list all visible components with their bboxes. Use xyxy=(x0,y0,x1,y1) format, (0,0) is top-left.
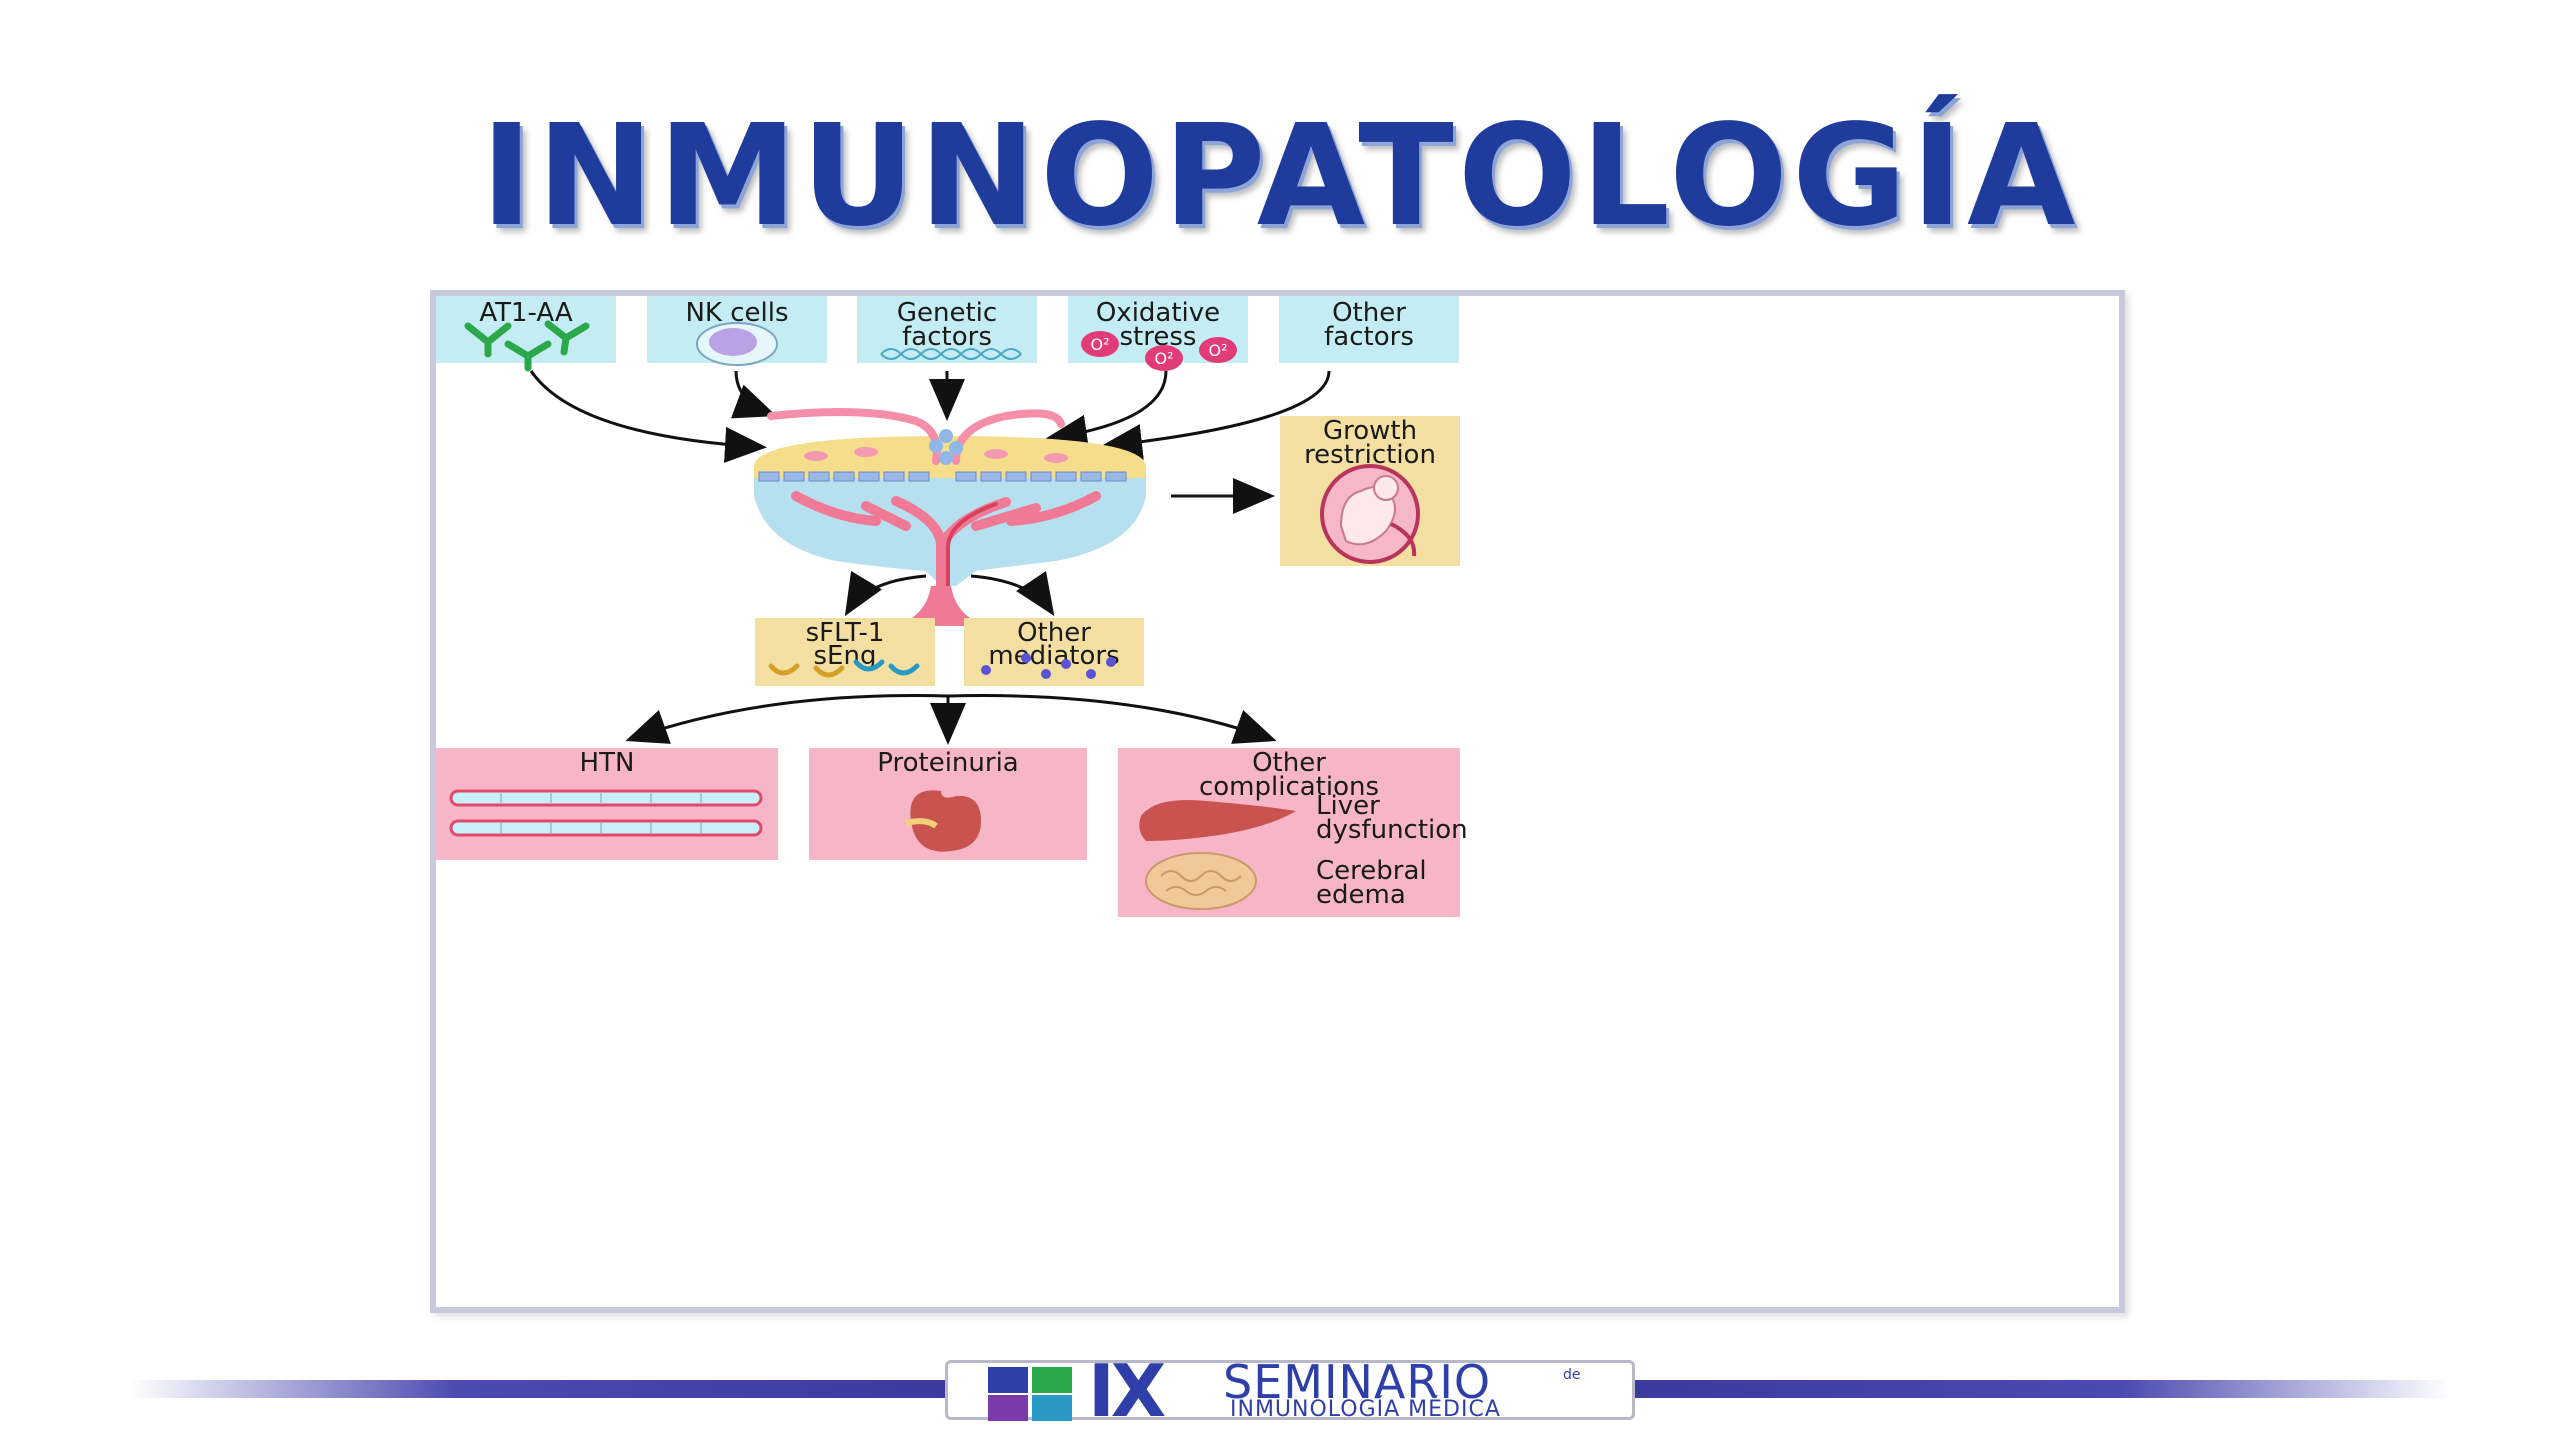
logo-subtitle: INMUNOLOGÍA MÉDICA xyxy=(1230,1397,1501,1422)
logo-antibody-icon xyxy=(988,1367,1028,1393)
factor-label: factors xyxy=(1324,322,1414,352)
factor-arrows xyxy=(529,370,1331,514)
footer-bar-right xyxy=(1630,1380,2450,1398)
mediator-label: mediators xyxy=(988,641,1119,671)
dna-icon xyxy=(880,348,1022,360)
logo-de: de xyxy=(1563,1367,1581,1383)
factor-nk-cells: NK cells xyxy=(647,296,827,366)
preeclampsia-diagram: AT1-AA NK cells Genetic factors xyxy=(436,296,1468,917)
mediator-other: Other mediators xyxy=(964,618,1144,686)
other-comp-label: complications xyxy=(1199,772,1379,802)
brain-icon xyxy=(1145,852,1257,910)
outcome-htn: HTN xyxy=(436,748,778,860)
logo-seminario: SEMINARIO xyxy=(1223,1355,1492,1409)
growth-restriction-box: Growth restriction xyxy=(1280,416,1460,566)
mediator-label: sEng xyxy=(814,641,877,671)
mediator-label: sFLT-1 xyxy=(806,618,885,648)
diagram-panel: AT1-AA NK cells Genetic factors xyxy=(430,290,2125,1313)
factor-label: Other xyxy=(1332,298,1406,328)
cerebral-label: Cerebral xyxy=(1316,856,1427,886)
logo-roman-numeral: IX xyxy=(1088,1349,1166,1433)
liver-icon xyxy=(1139,800,1296,841)
slide-title: INMUNOPATOLOGÍA xyxy=(480,95,2080,258)
mediator-label: Other xyxy=(1017,618,1091,648)
factor-at1-aa: AT1-AA xyxy=(436,296,616,372)
proteinuria-label: Proteinuria xyxy=(877,748,1018,778)
factor-label: AT1-AA xyxy=(479,298,573,328)
blood-vessel-icon xyxy=(449,789,763,837)
mediator-sflt1: sFLT-1 sEng xyxy=(755,618,935,686)
o2-label: O² xyxy=(1090,335,1109,354)
factor-oxidative-stress: Oxidative stress O² O² O² xyxy=(1068,296,1248,371)
sflt1-icon xyxy=(768,659,920,678)
o2-label: O² xyxy=(1154,349,1173,368)
liver-label: dysfunction xyxy=(1316,815,1468,845)
factor-other: Other factors xyxy=(1279,296,1459,363)
mediator-dots-icon xyxy=(981,653,1116,679)
cerebral-label: edema xyxy=(1316,880,1406,910)
factor-genetic: Genetic factors xyxy=(857,296,1037,363)
footer: IX SEMINARIO de INMUNOLOGÍA MÉDICA xyxy=(0,1355,2560,1427)
logo-molecule-icon xyxy=(1032,1395,1072,1421)
outcome-proteinuria: Proteinuria xyxy=(809,748,1087,860)
other-comp-label: Other xyxy=(1252,748,1326,778)
logo-leaf-icon xyxy=(1032,1367,1072,1393)
o2-label: O² xyxy=(1208,341,1227,360)
htn-label: HTN xyxy=(580,748,635,778)
factor-label: Oxidative xyxy=(1096,298,1220,328)
antibody-icon xyxy=(464,320,590,372)
liver-label: Liver xyxy=(1316,791,1380,821)
kidney-icon xyxy=(905,790,981,852)
logo-cell-icon xyxy=(988,1395,1028,1421)
placenta-illustration xyxy=(754,408,1146,626)
factor-label: Genetic xyxy=(897,298,997,328)
outcome-other-complications: Other complications Liver dysfunction Ce… xyxy=(1118,748,1468,917)
nk-cell-icon xyxy=(696,322,778,366)
oxygen-icon: O² O² O² xyxy=(1081,331,1237,371)
seminario-logo: IX SEMINARIO de INMUNOLOGÍA MÉDICA xyxy=(945,1355,1635,1427)
footer-bar-left xyxy=(130,1380,950,1398)
factor-label: factors xyxy=(902,322,992,352)
growth-label: Growth xyxy=(1323,416,1417,446)
